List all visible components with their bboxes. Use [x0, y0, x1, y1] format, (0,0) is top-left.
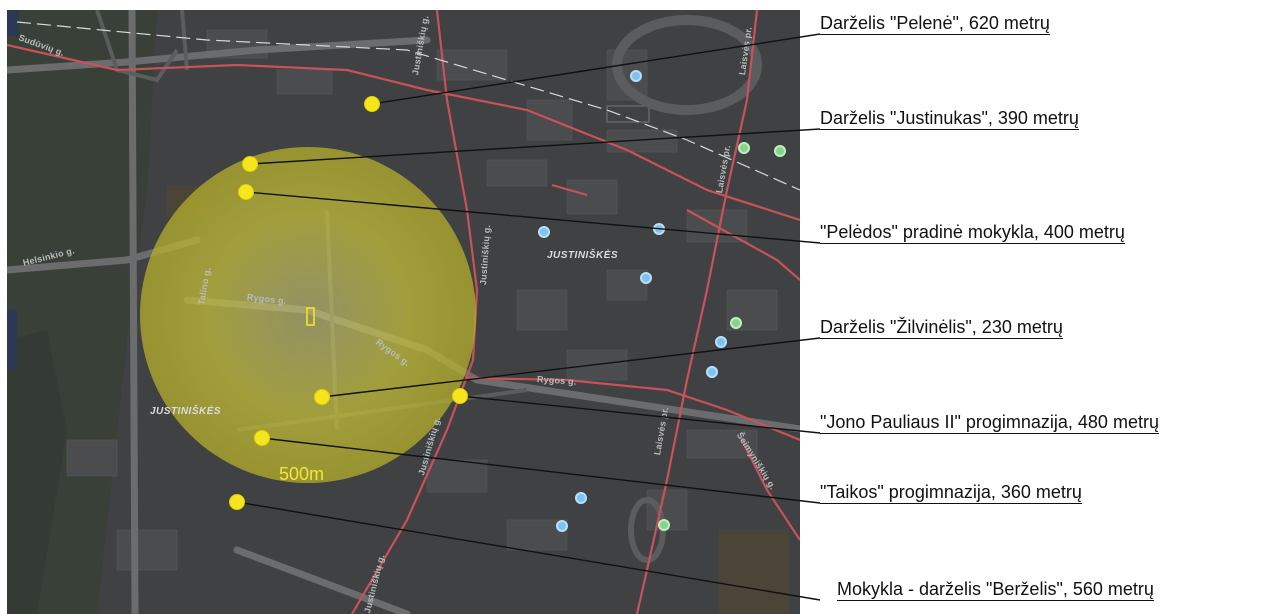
callout-zilvinelis: Darželis "Žilvinėlis", 230 metrų — [820, 317, 1063, 339]
callout-berzelis: Mokykla - darželis "Berželis", 560 metrų — [837, 579, 1154, 601]
callout-justinukas: Darželis "Justinukas", 390 metrų — [820, 108, 1079, 130]
district-label-east: JUSTINIŠKĖS — [547, 250, 619, 261]
target-building-marker — [306, 307, 315, 326]
callout-jono-pauliaus: "Jono Pauliaus II" progimnazija, 480 met… — [820, 412, 1159, 434]
radius-label: 500m — [279, 464, 325, 484]
map-base — [7, 10, 800, 614]
callout-taikos: "Taikos" progimnazija, 360 metrų — [820, 482, 1082, 504]
callout-peledos: "Pelėdos" pradinė mokykla, 400 metrų — [820, 222, 1125, 244]
district-label-west: JUSTINIŠKĖS — [150, 406, 222, 417]
map-canvas[interactable]: Sudūvių g. Justiniškių g. Laisvės pr. He… — [7, 10, 800, 614]
callout-pelene: Darželis "Pelenė", 620 metrų — [820, 13, 1050, 35]
radius-circle — [140, 147, 476, 483]
